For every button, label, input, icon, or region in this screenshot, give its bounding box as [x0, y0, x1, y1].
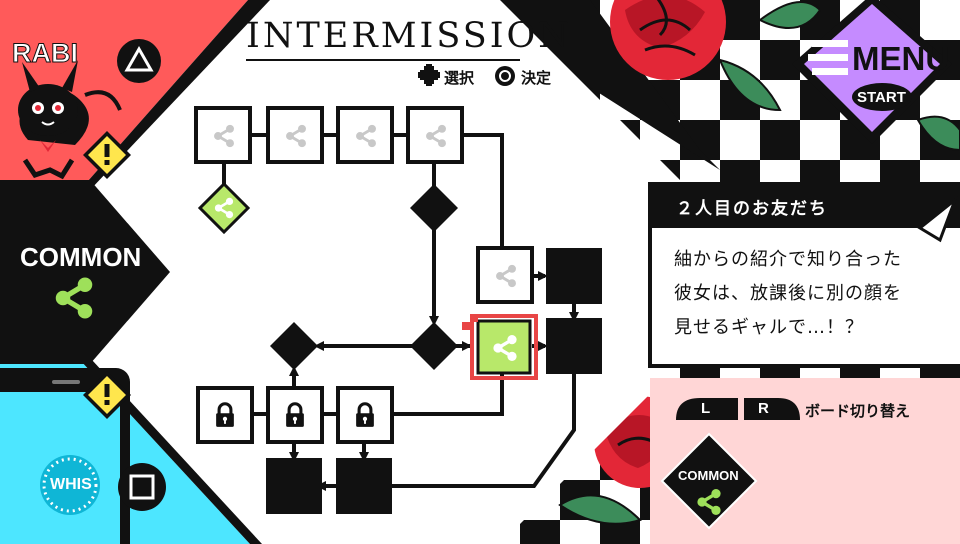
dialog-line: 彼女は、放課後に別の顔を: [674, 283, 902, 304]
dialog-box: [648, 182, 960, 368]
rose-top: [610, 0, 822, 112]
node-locked-3[interactable]: [336, 386, 394, 444]
common-route-label[interactable]: COMMON: [20, 242, 142, 272]
rabi-route-label[interactable]: RABI: [12, 38, 79, 69]
node-mid-white[interactable]: [476, 246, 534, 304]
r-key-label: R: [758, 400, 769, 417]
whis-warning-icon: [83, 371, 131, 419]
whis-route-label[interactable]: WHIS: [50, 476, 92, 493]
triangle-button-icon[interactable]: [117, 39, 161, 83]
menu-button[interactable]: [792, 0, 952, 144]
node-locked-2[interactable]: [266, 386, 324, 444]
node-hidden-4[interactable]: [336, 458, 392, 514]
r-shoulder-button[interactable]: [744, 398, 800, 420]
current-board-label: COMMON: [678, 468, 739, 483]
node-locked-1[interactable]: [196, 386, 254, 444]
l-shoulder-button[interactable]: [676, 398, 738, 420]
branch-diamond-2[interactable]: [410, 322, 458, 370]
square-button-icon[interactable]: [118, 463, 166, 511]
screen-title: INTERMISSION: [246, 16, 572, 56]
branch-diamond-1[interactable]: [410, 184, 458, 232]
dialog-line: 紬からの紹介で知り合った: [674, 249, 902, 270]
whis-badge: [40, 455, 100, 515]
flow-arrows: [289, 271, 579, 491]
select-hint-label: 選択: [444, 69, 475, 87]
common-route-panel[interactable]: [0, 180, 170, 364]
dpad-icon: [418, 64, 440, 86]
dialog-title: ２人目のお友だち: [676, 199, 828, 219]
dialog-line: 見せるギャルで…！？: [674, 317, 864, 338]
node-selected-current[interactable]: [462, 314, 538, 380]
common-board-badge[interactable]: [660, 432, 758, 530]
node-hidden-1[interactable]: [546, 248, 602, 304]
menu-label[interactable]: MENU: [852, 40, 950, 77]
l-key-label: L: [701, 400, 711, 417]
rabi-warning-icon: [83, 131, 131, 179]
menu-start-label: START: [857, 89, 906, 106]
node-top-4[interactable]: [406, 106, 464, 164]
branch-diamond-3[interactable]: [270, 322, 318, 370]
node-top-2[interactable]: [266, 106, 324, 164]
menu-leaf: [916, 115, 960, 152]
rabi-bunny-mascot: [18, 60, 122, 180]
node-top-1[interactable]: [194, 106, 252, 164]
circle-button-icon: [495, 66, 515, 86]
node-hidden-3[interactable]: [266, 458, 322, 514]
node-top-3[interactable]: [336, 106, 394, 164]
board-switch-label: ボード切り替え: [805, 402, 911, 420]
dialog-text: 紬からの紹介で知り合った 彼女は、放課後に別の顔を 見せるギャルで…！？: [674, 243, 944, 345]
node-hidden-2[interactable]: [546, 318, 602, 374]
node-green-diamond[interactable]: [197, 181, 251, 235]
confirm-hint-label: 決定: [521, 69, 552, 87]
